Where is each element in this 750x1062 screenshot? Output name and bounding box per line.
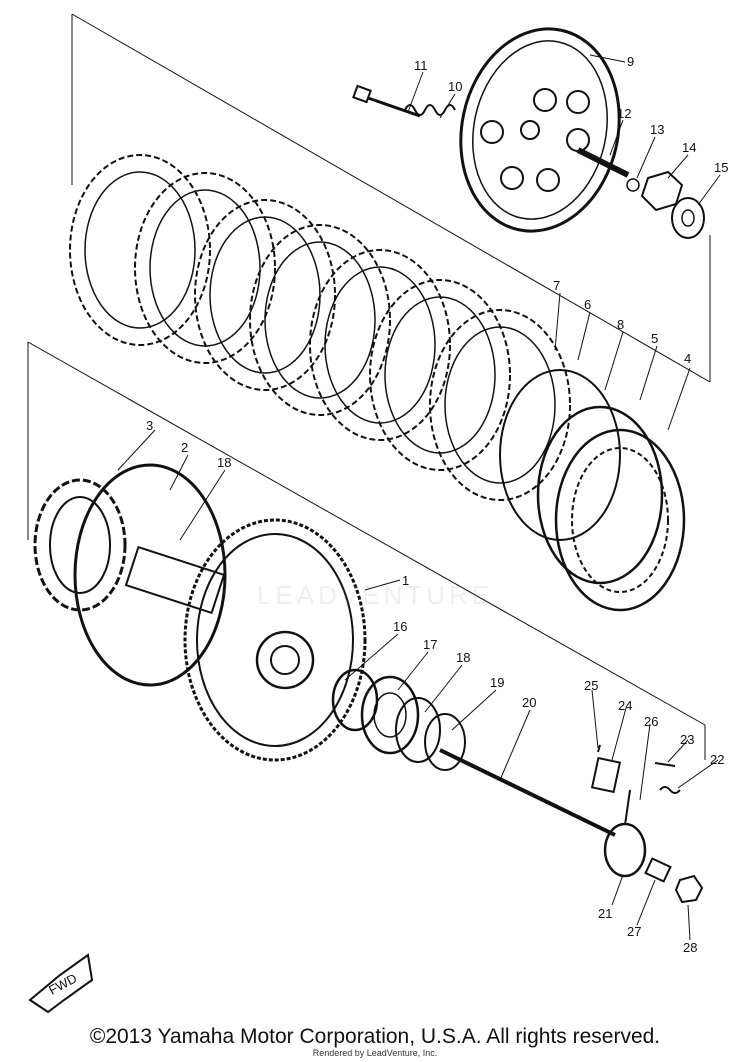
assembly-frame (27, 13, 711, 760)
clutch-boss (33, 478, 226, 615)
rendered-by-notice: Rendered by LeadVenture, Inc. (312, 1048, 438, 1058)
callout-25: 25 (584, 678, 598, 693)
push-lever-assembly (590, 744, 704, 904)
callout-6: 6 (584, 297, 591, 312)
callout-1: 1 (402, 573, 409, 588)
callout-19: 19 (490, 675, 504, 690)
callout-4: 4 (684, 351, 691, 366)
callout-28: 28 (683, 940, 697, 955)
clutch-spring-and-bolt (352, 84, 456, 118)
callout-13: 13 (650, 122, 664, 137)
callout-21: 21 (598, 906, 612, 921)
callout-9: 9 (627, 54, 634, 69)
callout-18-washer: 18 (456, 650, 470, 665)
callout-22: 22 (710, 752, 724, 767)
forward-direction-indicator: FWD (28, 953, 94, 1014)
callout-3: 3 (146, 418, 153, 433)
callout-labels: 1 2 3 4 5 6 7 8 9 10 11 12 13 14 15 16 1… (146, 54, 728, 955)
bearing-and-washers (331, 668, 466, 771)
callout-27: 27 (627, 924, 641, 939)
callout-16: 16 (393, 619, 407, 634)
callout-10: 10 (448, 79, 462, 94)
callout-leaders (117, 54, 721, 941)
callout-12: 12 (617, 106, 631, 121)
callout-15: 15 (714, 160, 728, 175)
push-rod-nut-washer (576, 147, 705, 239)
watermark: LEADVENTURE (256, 580, 494, 610)
pressure-plate (459, 27, 621, 233)
callout-8: 8 (617, 317, 624, 332)
callout-11: 11 (414, 58, 428, 73)
callout-20: 20 (522, 695, 536, 710)
callout-26: 26 (644, 714, 658, 729)
callout-23: 23 (680, 732, 694, 747)
callout-7: 7 (553, 278, 560, 293)
copyright-notice: ©2013 Yamaha Motor Corporation, U.S.A. A… (89, 1025, 661, 1048)
callout-17: 17 (423, 637, 437, 652)
callout-2: 2 (181, 440, 188, 455)
push-rod-long (439, 748, 616, 837)
primary-driven-gear (183, 518, 367, 762)
callout-18-gasket: 18 (217, 455, 231, 470)
callout-5: 5 (651, 331, 658, 346)
o-ring (73, 463, 227, 687)
clutch-plate-stack (69, 154, 686, 612)
callout-14: 14 (682, 140, 696, 155)
callout-24: 24 (618, 698, 632, 713)
